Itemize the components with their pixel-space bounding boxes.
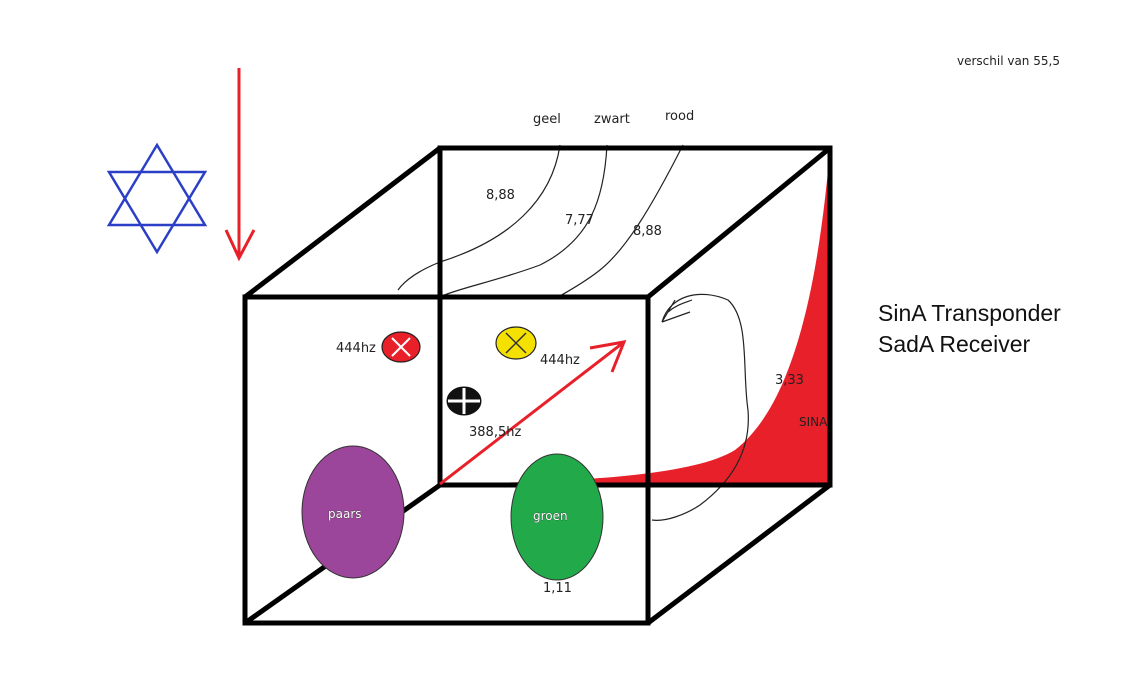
red-light-freq: 444hz: [336, 341, 376, 356]
green-oval: [510, 453, 604, 581]
title-block: SinA Transponder SadA Receiver: [878, 298, 1061, 360]
cube-back-face: [437, 145, 833, 488]
curve-value-middle: 7,77: [565, 213, 594, 228]
cube-edge-top-left: [243, 146, 442, 299]
rood-wire-curve: [559, 144, 684, 297]
arrow-down-head: [224, 229, 256, 262]
cube-edge-top-right: [646, 146, 832, 299]
wire-label-geel: geel: [533, 112, 561, 127]
yellow-light-freq: 444hz: [540, 353, 580, 368]
black-light-freq: 388,5hz: [469, 425, 521, 440]
title-line-transponder: SinA Transponder: [878, 300, 1061, 326]
cube-edge-bottom-right: [646, 483, 832, 625]
zwart-wire-curve: [441, 144, 608, 297]
scribble-hook: [661, 299, 693, 323]
purple-oval: [301, 445, 405, 579]
cross-circle-icon: [446, 386, 482, 416]
red-region-name: SINA: [799, 415, 828, 429]
green-oval-value: 1,11: [543, 581, 572, 596]
geel-wire-curve: [397, 144, 561, 291]
cube-front-face: [242, 294, 651, 626]
curve-value-left: 8,88: [486, 188, 515, 203]
title-line-receiver: SadA Receiver: [878, 331, 1031, 357]
star-of-david-icon: [106, 142, 208, 255]
wire-label-zwart: zwart: [594, 112, 630, 127]
diagonal-arrow-head: [589, 340, 627, 373]
sina-red-region: [440, 150, 830, 484]
red-light-component: [381, 331, 421, 363]
diagonal-arrow-icon: [439, 340, 625, 486]
scribble-loop: [651, 293, 749, 521]
top-note: verschil van 55,5: [957, 54, 1060, 68]
green-oval-label: groen: [533, 509, 568, 523]
curve-value-right: 8,88: [633, 224, 662, 239]
red-region-value: 3,33: [775, 373, 804, 388]
yellow-light-component: [495, 326, 537, 360]
purple-oval-label: paars: [328, 507, 362, 521]
wire-label-rood: rood: [665, 109, 694, 124]
